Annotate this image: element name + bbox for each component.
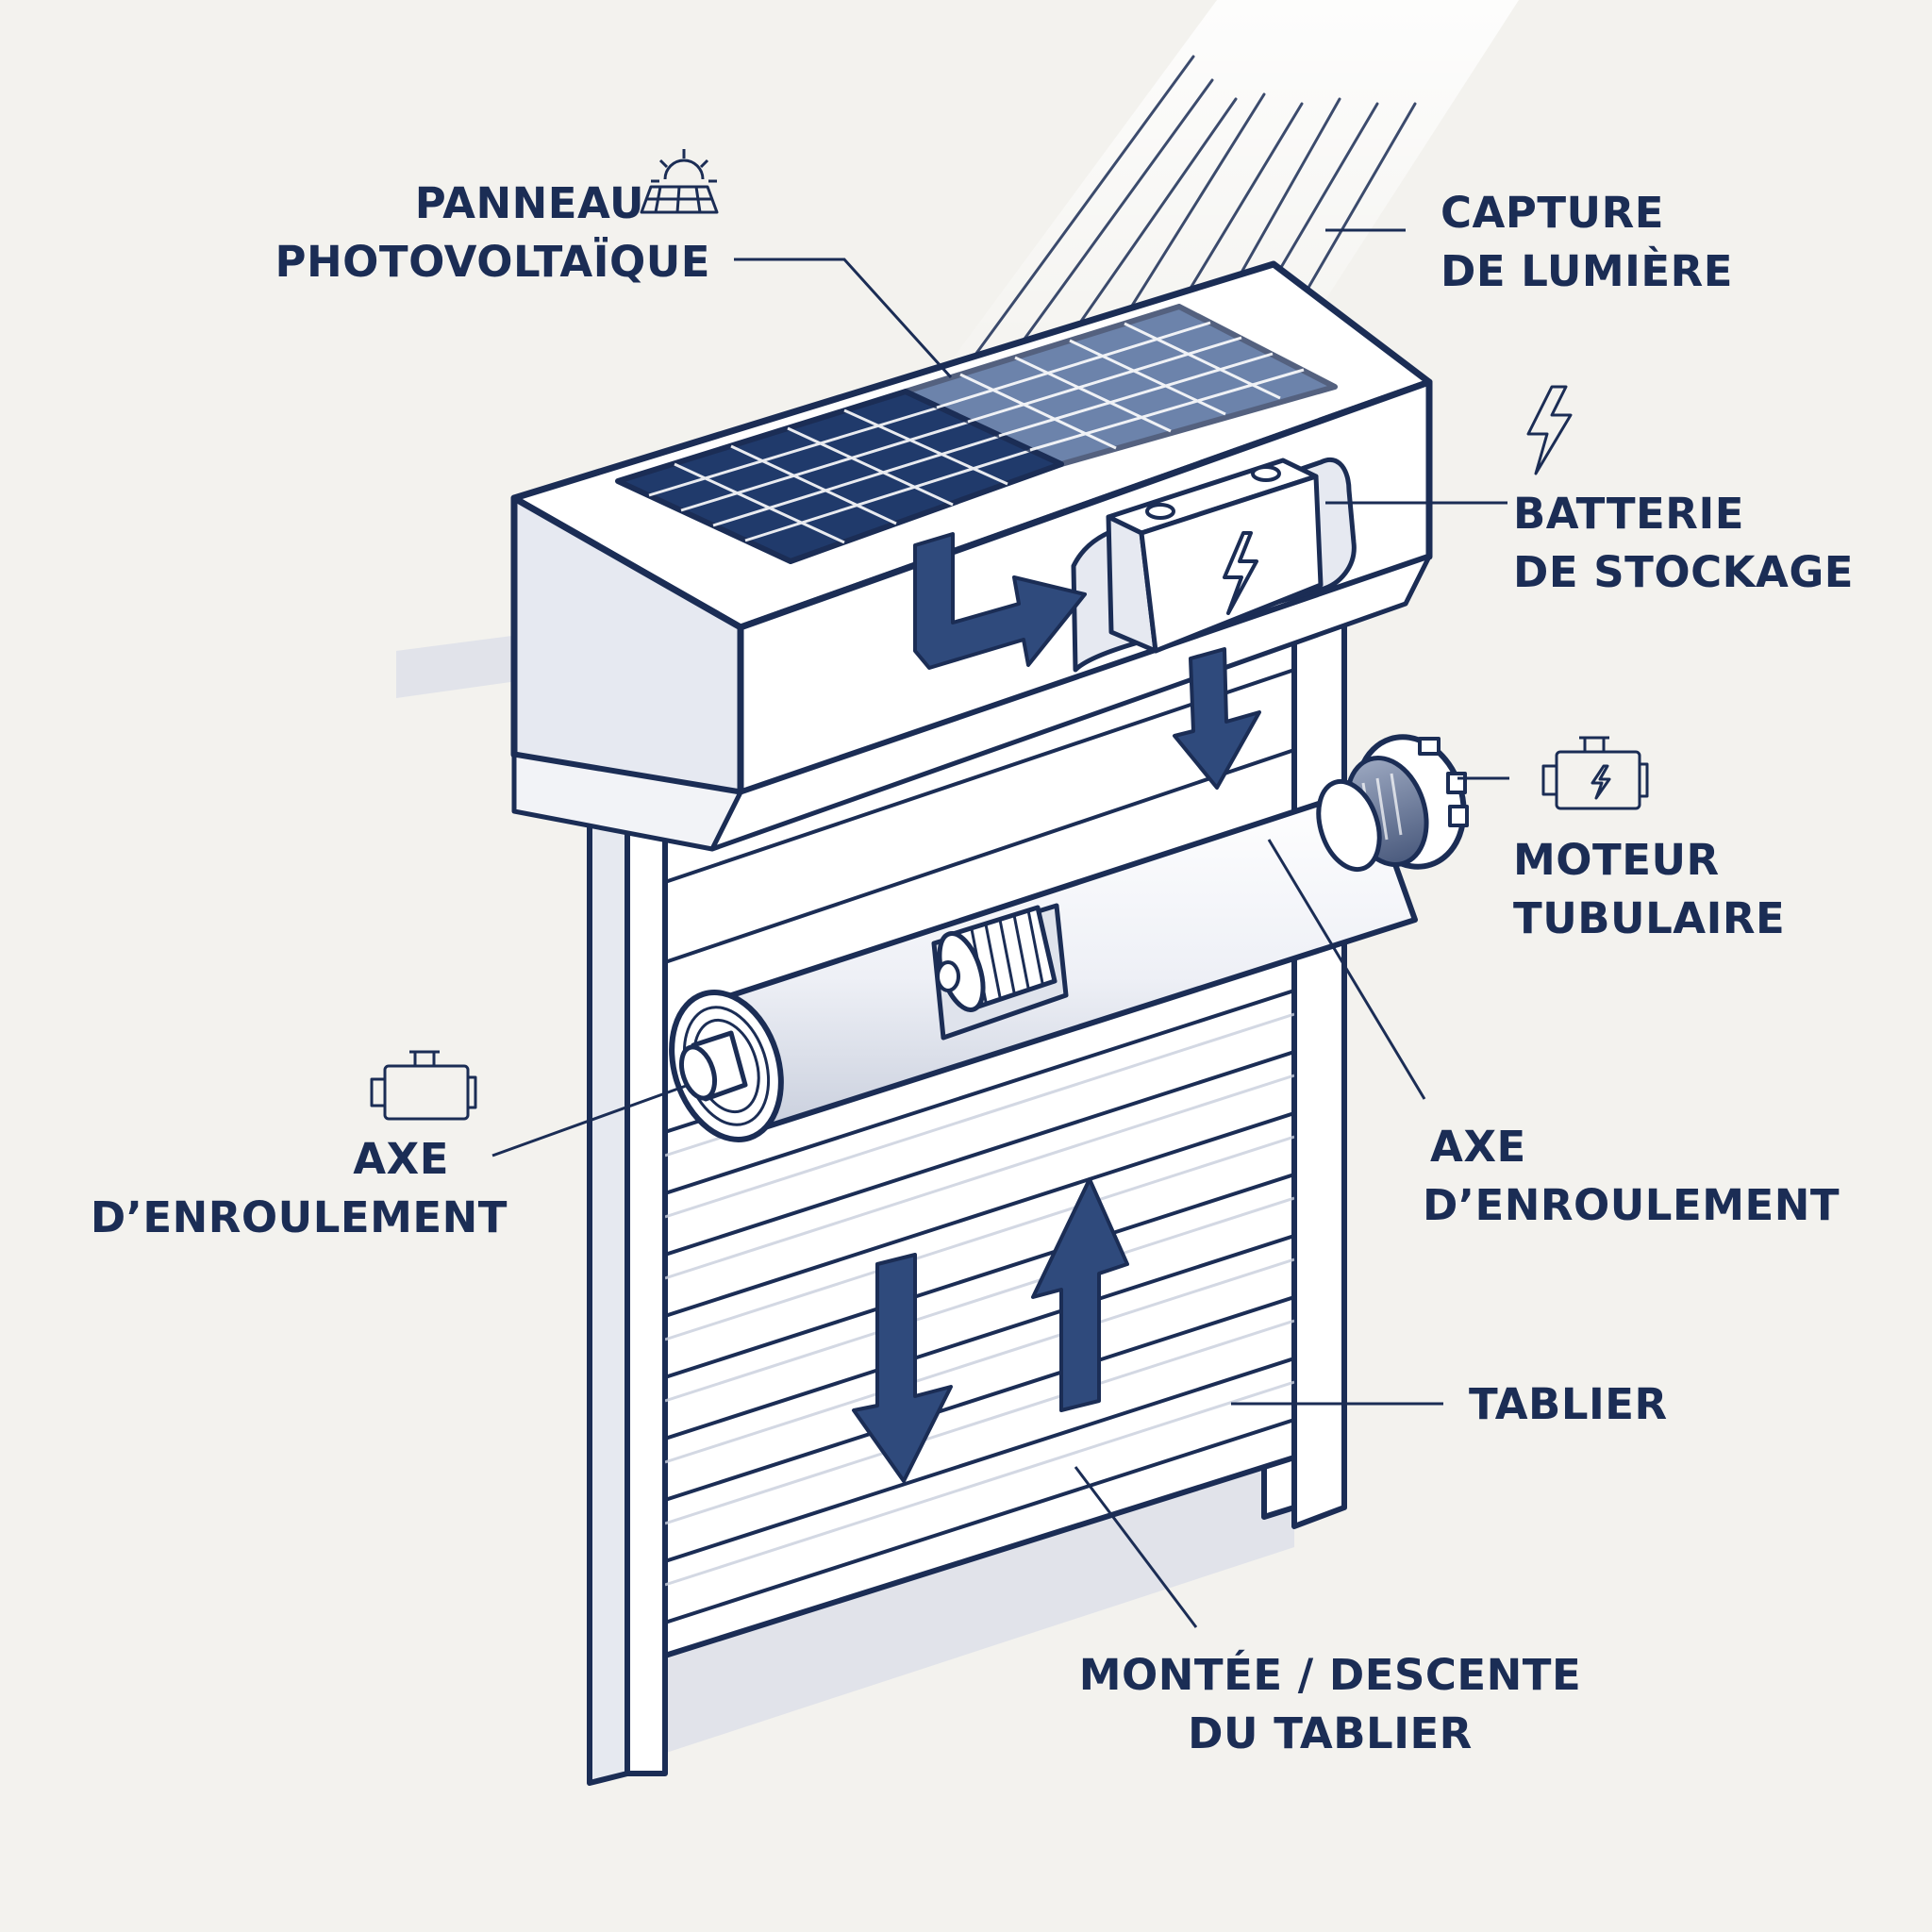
label-axis-right-line1: AXE	[1430, 1122, 1526, 1172]
motor-icon	[1541, 736, 1649, 810]
label-apron-motion-line1: MONTÉE / DESCENTE	[1078, 1650, 1582, 1700]
motor-icon-left	[370, 1050, 477, 1121]
label-light-capture-line2: DE LUMIÈRE	[1441, 246, 1734, 296]
inner-motor	[936, 905, 1058, 1012]
tubular-motor-head	[1316, 734, 1469, 873]
label-apron: TABLIER	[1469, 1375, 1668, 1434]
label-light-capture-line1: CAPTURE	[1441, 188, 1664, 238]
flow-arrow-battery-to-motor	[1173, 647, 1261, 790]
label-battery-line2: DE STOCKAGE	[1513, 547, 1855, 597]
label-apron-motion-line2: DU TABLIER	[1188, 1708, 1473, 1758]
label-solar-panel: PANNEAU PHOTOVOLTAÏQUE	[275, 175, 710, 291]
label-axis-left-line2: D’ENROULEMENT	[90, 1192, 508, 1242]
lightning-bolt-icon	[1526, 385, 1573, 475]
label-light-capture: CAPTURE DE LUMIÈRE	[1441, 184, 1733, 301]
label-axis-left: AXE D’ENROULEMENT	[91, 1130, 508, 1247]
up-arrow	[1031, 1177, 1129, 1412]
label-apron-line1: TABLIER	[1469, 1379, 1668, 1429]
label-tubular-motor-line1: MOTEUR	[1513, 835, 1720, 885]
solar-panel	[615, 304, 1338, 564]
winding-roller	[669, 734, 1469, 1142]
label-battery: BATTERIE DE STOCKAGE	[1513, 485, 1854, 602]
flow-arrow-panel-to-battery	[913, 532, 1087, 670]
label-axis-right: AXE D’ENROULEMENT	[1423, 1118, 1840, 1235]
label-axis-left-line1: AXE	[353, 1134, 449, 1184]
label-tubular-motor: MOTEUR TUBULAIRE	[1513, 831, 1785, 948]
leader-lines	[491, 228, 1509, 1628]
label-axis-right-line2: D’ENROULEMENT	[1423, 1180, 1840, 1230]
left-end-cap	[669, 990, 784, 1142]
label-battery-line1: BATTERIE	[1513, 489, 1744, 539]
label-solar-panel-line2: PHOTOVOLTAÏQUE	[275, 237, 710, 287]
label-solar-panel-line1: PANNEAU	[414, 178, 644, 228]
label-tubular-motor-line2: TUBULAIRE	[1513, 893, 1786, 943]
label-apron-motion: MONTÉE / DESCENTE DU TABLIER	[1061, 1646, 1599, 1763]
left-post	[587, 790, 668, 1786]
battery	[1071, 457, 1357, 673]
solar-panel-sun-icon	[640, 149, 719, 214]
down-arrow	[852, 1253, 953, 1483]
